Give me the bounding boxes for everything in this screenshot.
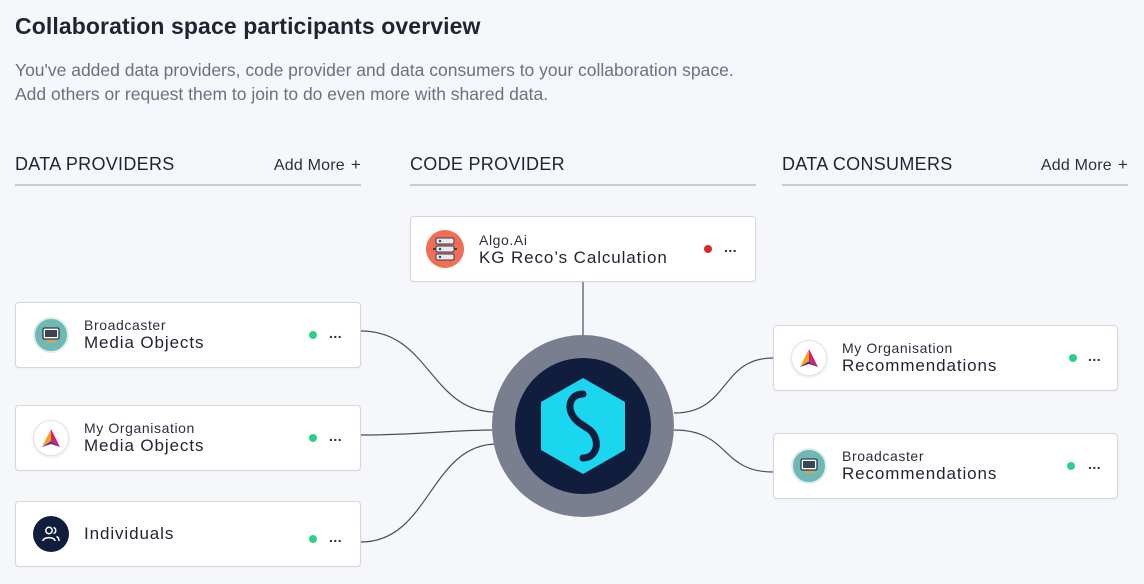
- data-consumers-header: DATA CONSUMERS Add More +: [782, 154, 1128, 186]
- card-texts: My Organisation Recommendations: [842, 340, 997, 376]
- data-providers-add-more-button[interactable]: Add More +: [274, 155, 361, 175]
- organisation-logo-icon: [33, 420, 69, 456]
- connector-consumer-myorg: [673, 357, 774, 414]
- status-dot-green: [309, 535, 317, 543]
- connector-provider-myorg: [360, 429, 495, 436]
- server-icon: [426, 230, 464, 268]
- card-name: Recommendations: [842, 464, 998, 483]
- data-consumers-title: DATA CONSUMERS: [782, 154, 953, 174]
- connector-provider-broadcaster: [360, 330, 497, 413]
- more-options-button[interactable]: ...: [329, 428, 343, 445]
- status-dot-green: [309, 434, 317, 442]
- more-options-button[interactable]: ...: [329, 529, 343, 546]
- tv-icon: [791, 448, 827, 484]
- connector-provider-individuals: [360, 443, 498, 543]
- card-texts: My Organisation Media Objects: [84, 420, 204, 456]
- more-options-button[interactable]: ...: [329, 325, 343, 342]
- card-texts: Algo.Ai KG Reco’s Calculation: [479, 232, 668, 268]
- platform-logo-icon: [541, 378, 625, 474]
- status-dot-green: [1069, 354, 1077, 362]
- card-org: My Organisation: [84, 420, 195, 436]
- organisation-logo-icon: [791, 340, 827, 376]
- card-name: KG Reco’s Calculation: [479, 248, 668, 267]
- more-options-button[interactable]: ...: [724, 239, 738, 256]
- card-org: Algo.Ai: [479, 232, 528, 248]
- description-line-2: Add others or request them to join to do…: [15, 84, 549, 104]
- card-org: Broadcaster: [842, 448, 925, 464]
- more-options-button[interactable]: ...: [1088, 348, 1102, 365]
- consumer-card-broadcaster[interactable]: Broadcaster Recommendations ...: [773, 433, 1118, 499]
- provider-card-broadcaster[interactable]: Broadcaster Media Objects ...: [15, 302, 361, 368]
- consumer-card-my-organisation[interactable]: My Organisation Recommendations ...: [773, 325, 1118, 391]
- status-dot-green: [1067, 462, 1075, 470]
- card-texts: Individuals: [84, 524, 174, 544]
- connector-consumer-broadcaster: [673, 429, 774, 473]
- more-options-button[interactable]: ...: [1088, 456, 1102, 473]
- card-name: Media Objects: [84, 436, 205, 455]
- card-texts: Broadcaster Recommendations: [842, 448, 997, 484]
- provider-card-my-organisation[interactable]: My Organisation Media Objects ...: [15, 405, 361, 471]
- add-more-label: Add More: [1040, 157, 1112, 174]
- code-provider-header: CODE PROVIDER: [410, 154, 756, 186]
- card-org: Broadcaster: [84, 317, 167, 333]
- collaboration-hub: [492, 335, 674, 517]
- card-name: Media Objects: [84, 333, 205, 352]
- data-providers-header: DATA PROVIDERS Add More +: [15, 154, 361, 186]
- status-dot-red: [704, 245, 712, 253]
- hub-inner-circle: [515, 358, 651, 494]
- card-texts: Broadcaster Media Objects: [84, 317, 204, 353]
- tv-icon: [33, 317, 69, 353]
- code-provider-card-algo[interactable]: Algo.Ai KG Reco’s Calculation ...: [410, 216, 756, 282]
- card-org: My Organisation: [842, 340, 953, 356]
- status-dot-green: [309, 331, 317, 339]
- code-provider-title: CODE PROVIDER: [410, 154, 565, 174]
- plus-icon: +: [350, 155, 361, 174]
- page-title: Collaboration space participants overvie…: [15, 13, 481, 39]
- card-name: Individuals: [84, 524, 175, 543]
- card-name: Recommendations: [842, 356, 998, 375]
- add-more-label: Add More: [273, 157, 345, 174]
- description-line-1: You've added data providers, code provid…: [15, 60, 734, 80]
- page-description: You've added data providers, code provid…: [15, 58, 734, 106]
- users-icon: [33, 516, 69, 552]
- provider-card-individuals[interactable]: Individuals ...: [15, 501, 361, 567]
- data-consumers-add-more-button[interactable]: Add More +: [1041, 155, 1128, 175]
- data-providers-title: DATA PROVIDERS: [15, 154, 175, 174]
- plus-icon: +: [1117, 155, 1128, 174]
